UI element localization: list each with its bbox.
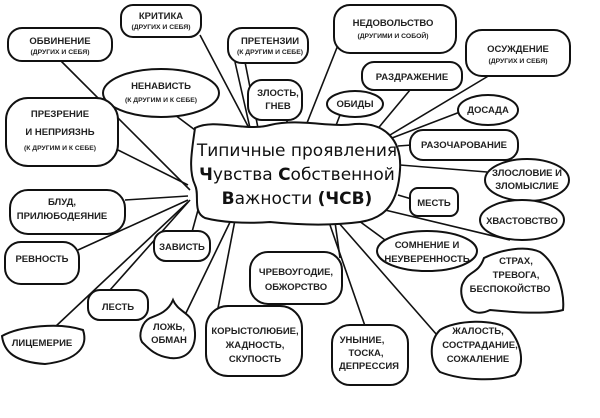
- nodes-lest-title-text: ЛЕСТЬ: [102, 302, 134, 313]
- nodes-hvastovstvo-title-text: ХВАСТОВСТВО: [486, 216, 558, 227]
- node-licemerie: ЛИЦЕМЕРИЕ: [0, 324, 86, 366]
- nodes-kritika-sub-text: (ДРУГИХ И СЕБЯ): [131, 24, 190, 31]
- nodes-strah-l2-text: ТРЕВОГА,: [493, 270, 540, 281]
- center-line2_r1-text: увства: [213, 165, 278, 185]
- center-node: Типичные проявления Чувства Собственной …: [190, 121, 402, 226]
- nodes-unynie-l2-text: ТОСКА,: [348, 348, 383, 359]
- node-somnenie: СОМНЕНИЕ И НЕУВЕРЕННОСТЬ: [376, 230, 478, 272]
- nodes-licemerie-title-text: ЛИЦЕМЕРИЕ: [12, 338, 73, 349]
- nodes-nenavist-title-text: НЕНАВИСТЬ: [131, 81, 191, 92]
- nodes-mest-title-text: МЕСТЬ: [417, 198, 451, 209]
- node-dosada: ДОСАДА: [457, 94, 519, 126]
- center-line3_r1-text: ажности: [235, 189, 318, 209]
- nodes-unynie-l3-text: ДЕПРЕССИЯ: [339, 361, 399, 372]
- nodes-zlost-l2-text: ГНЕВ: [265, 101, 291, 112]
- nodes-zloslovie-l1-text: ЗЛОСЛОВИЕ И: [492, 168, 562, 179]
- nodes-pretenzii-sub-text: (К ДРУГИМ И СЕБЕ): [237, 49, 303, 56]
- node-razdrazhenie: РАЗДРАЖЕНИЕ: [361, 61, 463, 91]
- node-razocharovanie: РАЗОЧАРОВАНИЕ: [409, 129, 519, 161]
- nodes-korystolyubie-l1-text: КОРЫСТОЛЮБИЕ,: [211, 326, 298, 337]
- nodes-korystolyubie-l3-text: СКУПОСТЬ: [229, 354, 281, 365]
- center-line3_b1-text: В: [222, 189, 235, 209]
- nodes-zhalost-l2-text: СОСТРАДАНИЕ,: [442, 340, 517, 351]
- center-title-line2: Чувства Собственной: [199, 165, 395, 185]
- node-zhalost: ЖАЛОСТЬ, СОСТРАДАНИЕ, СОЖАЛЕНИЕ: [430, 320, 522, 381]
- nodes-pretenzii-title-text: ПРЕТЕНЗИИ: [241, 36, 299, 47]
- node-zavist: ЗАВИСТЬ: [153, 230, 211, 262]
- node-nedovolstvo: НЕДОВОЛЬСТВО (ДРУГИМИ И СОБОЙ): [333, 4, 457, 54]
- node-lozh: ЛОЖЬ, ОБМАН: [139, 297, 196, 360]
- nodes-kritika-title-text: КРИТИКА: [139, 11, 183, 22]
- nodes-osuzhdenie-sub-text: (ДРУГИХ И СЕБЯ): [488, 58, 547, 65]
- center-line2_r2-text: обственной: [291, 165, 395, 185]
- nodes-obidy-title-text: ОБИДЫ: [336, 99, 373, 110]
- node-mest: МЕСТЬ: [409, 187, 459, 217]
- nodes-chrevougodie-l1-text: ЧРЕВОУГОДИЕ,: [259, 267, 333, 278]
- node-pretenzii: ПРЕТЕНЗИИ (К ДРУГИМ И СЕБЕ): [227, 27, 309, 64]
- node-osuzhdenie: ОСУЖДЕНИЕ (ДРУГИХ И СЕБЯ): [465, 29, 571, 77]
- node-obvinenie: ОБВИНЕНИЕ (ДРУГИХ И СЕБЯ): [7, 27, 113, 62]
- nodes-somnenie-l2-text: НЕУВЕРЕННОСТЬ: [384, 254, 470, 265]
- nodes-lozh-l2-text: ОБМАН: [151, 335, 187, 346]
- nodes-somnenie-l1-text: СОМНЕНИЕ И: [395, 240, 460, 251]
- node-zlost: ЗЛОСТЬ, ГНЕВ: [247, 79, 303, 121]
- nodes-strah-l1-text: СТРАХ,: [499, 256, 533, 267]
- nodes-blud-l2-text: ПРИЛЮБОДЕЯНИЕ: [17, 211, 108, 222]
- nodes-prezrenie-l2-text: И НЕПРИЯЗНЬ: [25, 127, 94, 138]
- node-kritika: КРИТИКА (ДРУГИХ И СЕБЯ): [120, 4, 202, 38]
- node-korystolyubie: КОРЫСТОЛЮБИЕ, ЖАДНОСТЬ, СКУПОСТЬ: [205, 305, 303, 377]
- nodes-nedovolstvo-sub-text: (ДРУГИМИ И СОБОЙ): [357, 31, 428, 40]
- nodes-zlost-l1-text: ЗЛОСТЬ,: [257, 88, 299, 99]
- nodes-lozh-l1-text: ЛОЖЬ,: [153, 322, 185, 333]
- nodes-nenavist-sub-text: (К ДРУГИМ И К СЕБЕ): [125, 97, 197, 104]
- center-line2_b2-text: С: [278, 165, 290, 185]
- nodes-zhalost-l1-text: ЖАЛОСТЬ,: [451, 326, 504, 337]
- nodes-korystolyubie-l2-text: ЖАДНОСТЬ,: [225, 340, 285, 351]
- nodes-chrevougodie-l2-text: ОБЖОРСТВО: [265, 282, 327, 293]
- center-title-line1: Типичные проявления: [196, 141, 397, 161]
- nodes-zavist-title-text: ЗАВИСТЬ: [159, 242, 205, 253]
- nodes-obvinenie-title-text: ОБВИНЕНИЕ: [29, 36, 90, 47]
- connector-lines: [54, 34, 511, 336]
- node-obidy: ОБИДЫ: [326, 90, 384, 118]
- nodes-razdrazhenie-title-text: РАЗДРАЖЕНИЕ: [376, 72, 448, 83]
- nodes-prezrenie-l1-text: ПРЕЗРЕНИЕ: [31, 109, 89, 120]
- node-lest: ЛЕСТЬ: [87, 289, 149, 321]
- node-chrevougodie: ЧРЕВОУГОДИЕ, ОБЖОРСТВО: [249, 251, 343, 305]
- nodes-osuzhdenie-title-text: ОСУЖДЕНИЕ: [487, 44, 549, 55]
- nodes-zloslovie-l2-text: ЗЛОМЫСЛИЕ: [495, 181, 558, 192]
- center-title-line3: Важности (ЧСВ): [222, 189, 373, 209]
- node-prezrenie: ПРЕЗРЕНИЕ И НЕПРИЯЗНЬ (К ДРУГИМ И К СЕБЕ…: [5, 97, 119, 167]
- nodes-prezrenie-sub-text: (К ДРУГИМ И К СЕБЕ): [24, 145, 96, 152]
- nodes-blud-l1-text: БЛУД,: [48, 197, 76, 208]
- nodes-revnost-title-text: РЕВНОСТЬ: [15, 254, 68, 265]
- nodes-razocharovanie-title-text: РАЗОЧАРОВАНИЕ: [421, 140, 507, 151]
- center-line2_b1-text: Ч: [199, 165, 213, 185]
- center-line3_b2-text: (ЧСВ): [318, 189, 373, 209]
- node-zloslovie: ЗЛОСЛОВИЕ И ЗЛОМЫСЛИЕ: [484, 158, 570, 202]
- nodes-zhalost-l3-text: СОЖАЛЕНИЕ: [447, 354, 509, 365]
- node-strah: СТРАХ, ТРЕВОГА, БЕСПОКОЙСТВО: [460, 247, 565, 314]
- nodes-dosada-title-text: ДОСАДА: [467, 105, 509, 116]
- nodes-unynie-l1-text: УНЫНИЕ,: [340, 335, 385, 346]
- node-revnost: РЕВНОСТЬ: [4, 241, 80, 285]
- node-hvastovstvo: ХВАСТОВСТВО: [479, 199, 565, 241]
- node-blud: БЛУД, ПРИЛЮБОДЕЯНИЕ: [9, 189, 126, 235]
- node-unynie: УНЫНИЕ, ТОСКА, ДЕПРЕССИЯ: [331, 324, 409, 386]
- nodes-obvinenie-sub-text: (ДРУГИХ И СЕБЯ): [30, 49, 89, 56]
- nodes-strah-l3-text: БЕСПОКОЙСТВО: [470, 283, 551, 295]
- nodes-nedovolstvo-title-text: НЕДОВОЛЬСТВО: [353, 18, 434, 29]
- node-nenavist: НЕНАВИСТЬ (К ДРУГИМ И К СЕБЕ): [102, 68, 220, 118]
